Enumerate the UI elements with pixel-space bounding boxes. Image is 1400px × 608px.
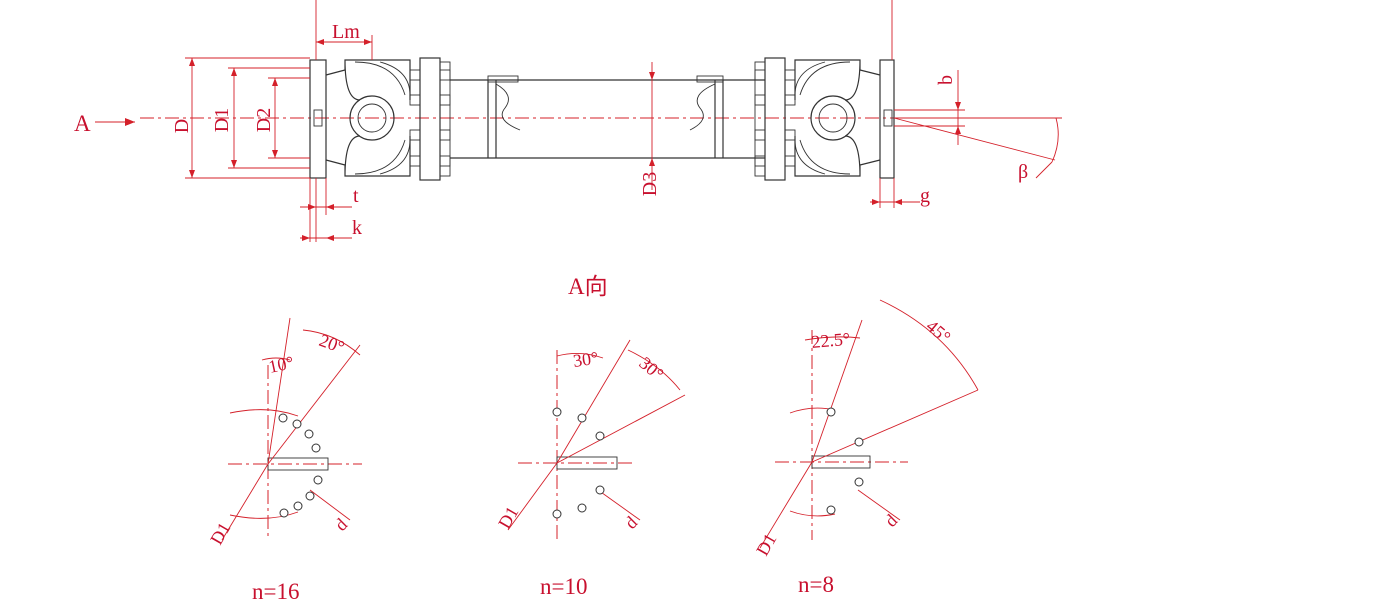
view-marker-a: A xyxy=(74,111,91,136)
pattern-16-d1: D1 xyxy=(206,519,234,548)
left-bolt-flange xyxy=(419,57,441,181)
pattern-8-n: n=8 xyxy=(798,572,834,597)
label-d1: D1 xyxy=(211,108,233,132)
label-d3: D3 xyxy=(639,172,661,196)
left-cross-inner xyxy=(357,103,387,133)
bolt-pattern-16: 10° 20° D1 d n=16 xyxy=(206,317,362,604)
right-cross-bearing xyxy=(810,95,856,141)
pattern-10-d: d xyxy=(621,512,642,533)
label-t: t xyxy=(353,185,359,207)
pattern-8-angle-large: 45° xyxy=(922,316,954,348)
pattern-16-d: d xyxy=(331,514,352,535)
left-yoke-curves xyxy=(354,61,411,175)
left-cross-bearing xyxy=(349,95,395,141)
pattern-8-d1: D1 xyxy=(752,530,780,559)
pattern-10-d1: D1 xyxy=(494,503,522,532)
label-k: k xyxy=(352,217,362,239)
left-bolt-flange-hub xyxy=(439,61,451,177)
break-right xyxy=(689,83,716,131)
pattern-16-n: n=16 xyxy=(252,579,299,604)
break-left xyxy=(495,83,521,131)
label-d: D xyxy=(171,119,193,133)
label-lm: Lm xyxy=(332,21,360,43)
left-yoke xyxy=(325,59,411,177)
pattern-16-angle-small: 10° xyxy=(267,352,296,377)
label-beta: β xyxy=(1018,161,1028,183)
left-flange-plate xyxy=(309,59,327,179)
right-yoke xyxy=(794,59,881,177)
right-bolt-flange xyxy=(764,57,786,181)
bolt-pattern-8: 22.5° 45° D1 d n=8 xyxy=(752,299,979,597)
pattern-10-angle-large: 30° xyxy=(635,353,667,385)
view-title: A向 xyxy=(568,274,608,299)
bolt-pattern-10: 30° 30° D1 d n=10 xyxy=(494,339,686,599)
right-flange-plate xyxy=(879,59,895,179)
pattern-8-angle-small: 22.5° xyxy=(811,329,851,352)
left-key xyxy=(313,109,323,127)
pattern-16-angle-large: 20° xyxy=(317,330,348,357)
side-view: A Lm D D1 D2 D3 t k b g β A向 xyxy=(74,0,1062,299)
pattern-10-n: n=10 xyxy=(540,574,587,599)
label-b: b xyxy=(935,75,957,85)
pattern-10-angle-small: 30° xyxy=(572,348,600,371)
label-g: g xyxy=(920,185,930,207)
label-d2: D2 xyxy=(253,108,275,132)
